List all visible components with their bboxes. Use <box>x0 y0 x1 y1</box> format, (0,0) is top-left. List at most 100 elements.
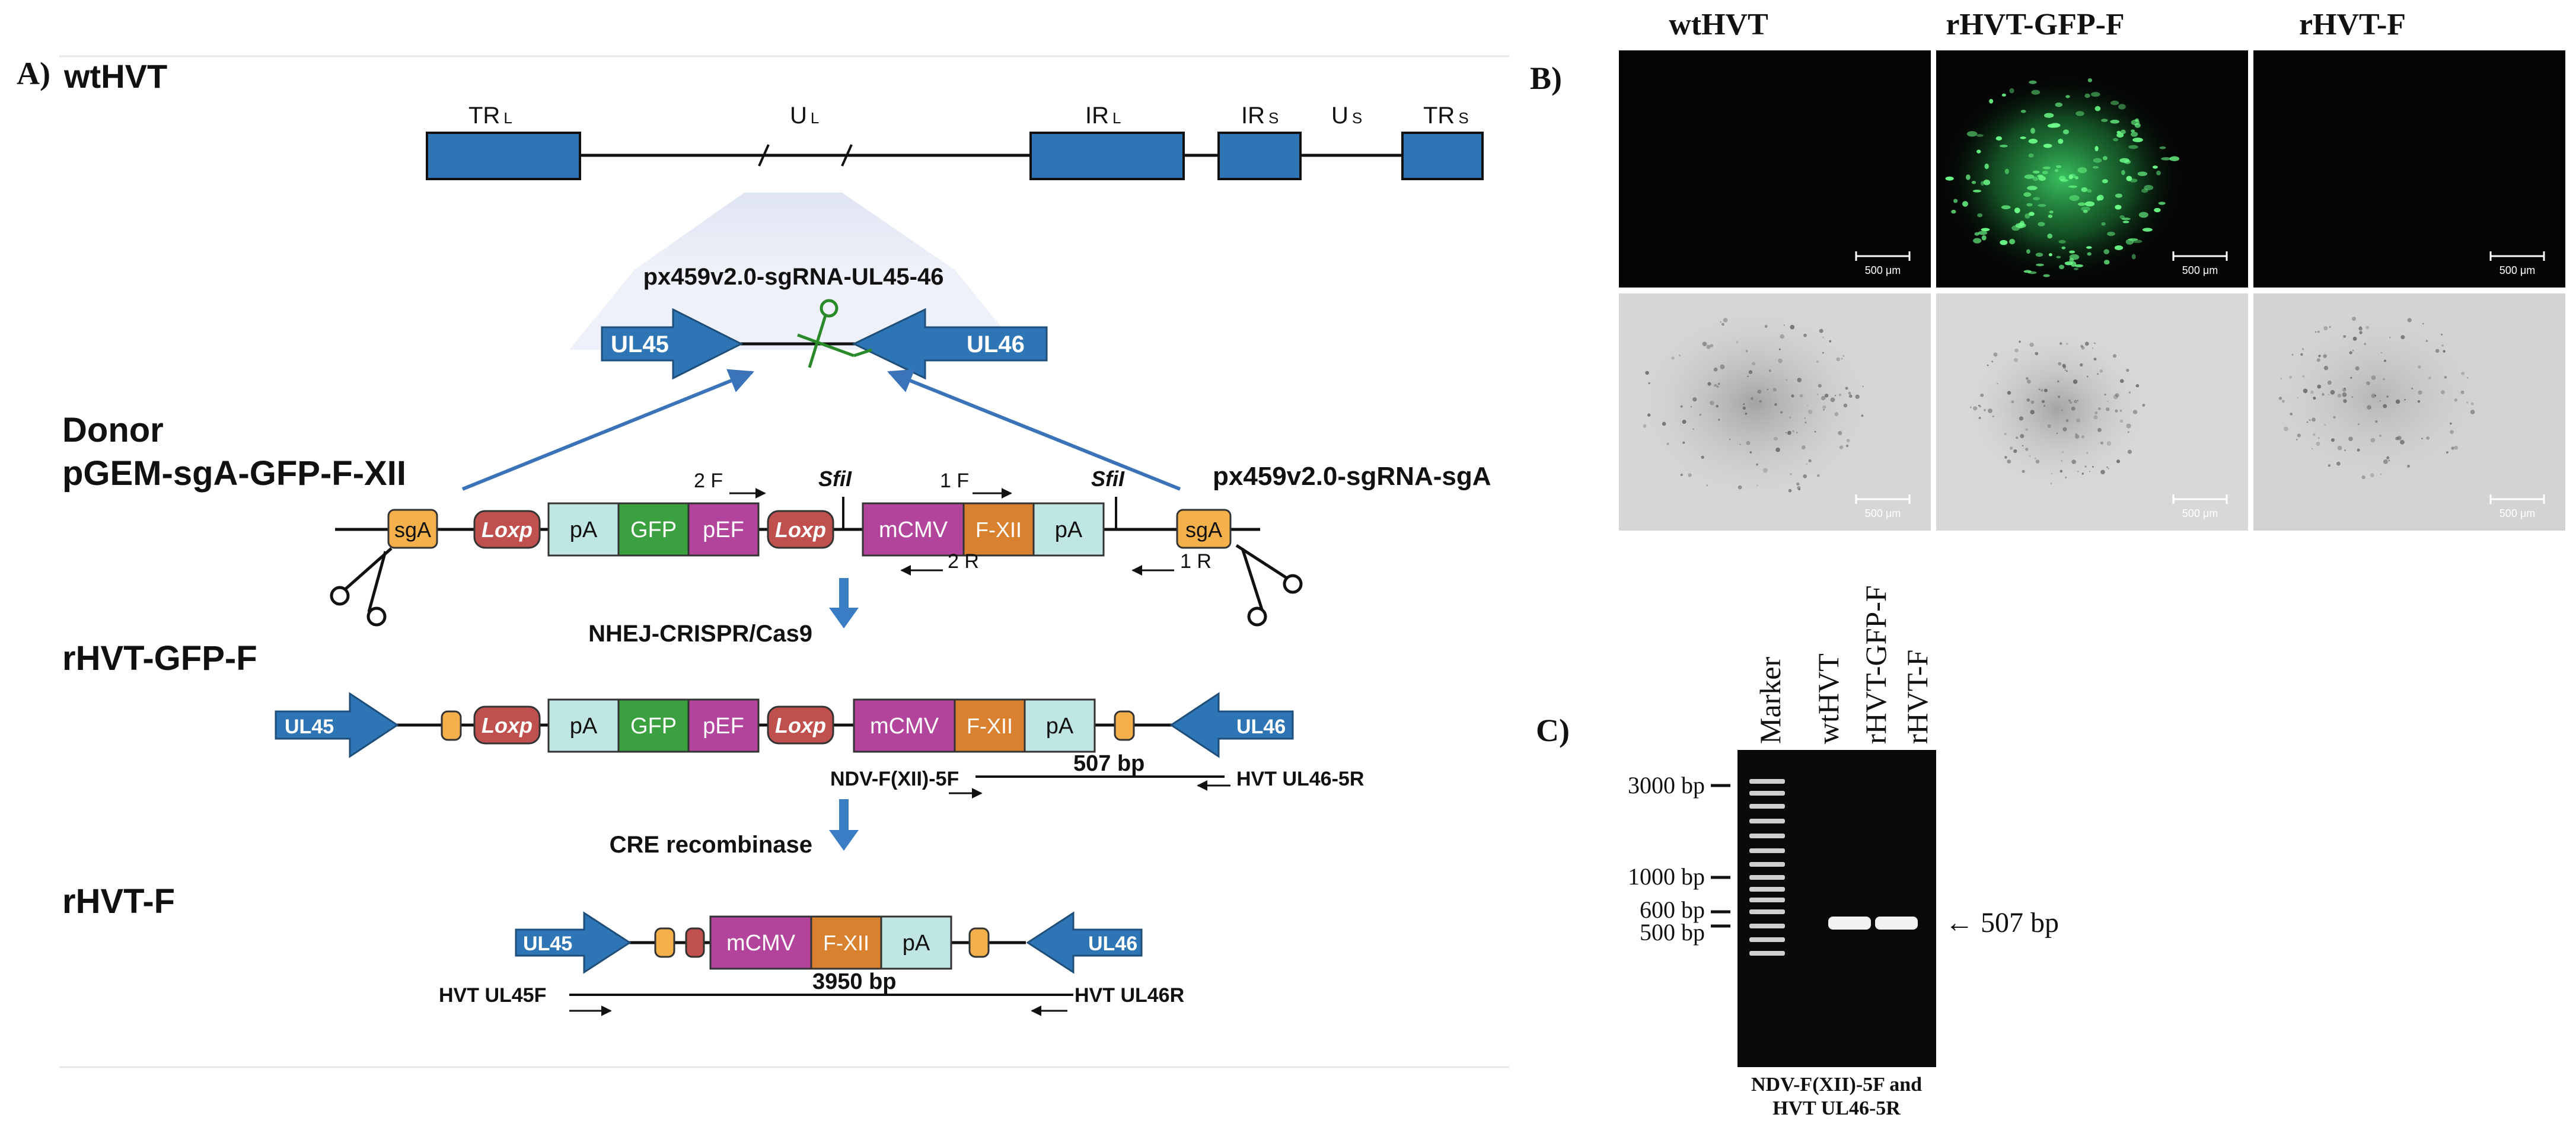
cell-speckle <box>2051 473 2052 475</box>
cell-speckle <box>2317 384 2322 389</box>
cell-speckle <box>2323 366 2329 371</box>
gfp-cell <box>2000 240 2008 245</box>
rhvt-gfp-loxp-1 <box>473 705 541 745</box>
cell-speckle <box>1834 395 1837 397</box>
gfp-cell <box>2086 246 2092 249</box>
cell-speckle <box>1702 341 1707 346</box>
cell-speckle <box>1666 442 1669 445</box>
cell-speckle <box>2441 390 2445 394</box>
cell-speckle <box>2011 400 2014 404</box>
cell-speckle <box>2351 396 2354 398</box>
amp1-reverse-primer: HVT UL46-5R <box>1236 768 1364 790</box>
cell-speckle <box>2030 400 2035 404</box>
gfp-cell <box>2056 165 2062 168</box>
ladder-label-3000: 3000 bp <box>1628 772 1705 799</box>
panel-c: C) Marker wtHVT rHVT-GFP-F rHVT-F 3000 b… <box>1536 585 2059 1123</box>
cell-speckle <box>2466 376 2469 379</box>
gel-caption-line1: NDV-F(XII)-5F and <box>1751 1074 1922 1096</box>
cell-speckle <box>2035 459 2040 464</box>
rhvt-f-ul45-arrow <box>515 911 632 974</box>
gfp-cell <box>2142 228 2153 232</box>
cell-speckle <box>1817 393 1819 395</box>
cell-speckle <box>1680 405 1683 408</box>
cell-speckle <box>2374 394 2377 397</box>
cell-speckle <box>2350 376 2352 379</box>
cell-speckle <box>1716 385 1719 388</box>
cell-speckle <box>1720 364 1725 369</box>
cell-speckle <box>2071 406 2076 411</box>
cell-speckle <box>2071 459 2076 464</box>
gfp-cell <box>1973 238 1982 244</box>
primer-2r-label: 2 R <box>948 550 979 573</box>
cell-speckle <box>2302 348 2304 350</box>
lane-label-rhvt-f: rHVT-F <box>1901 650 1934 744</box>
cell-speckle <box>2068 399 2071 402</box>
cell-speckle <box>2395 399 2400 404</box>
pa-2-label: pA <box>1055 518 1083 542</box>
gfp-cell <box>2044 113 2054 118</box>
rhvt-f-pa-label: pA <box>903 931 930 956</box>
cell-speckle <box>1749 451 1752 454</box>
gfp-cell <box>2131 254 2136 260</box>
cell-speckle <box>1846 439 1850 443</box>
cell-speckle <box>2127 449 2132 454</box>
cell-speckle <box>1803 333 1807 337</box>
gfp-cell <box>2038 175 2046 181</box>
cell-speckle <box>2355 366 2360 371</box>
cell-speckle <box>1745 350 1748 353</box>
cell-speckle <box>2388 459 2390 462</box>
cell-speckle <box>2128 391 2131 394</box>
cell-speckle <box>2089 471 2090 472</box>
cell-speckle <box>1816 360 1819 363</box>
ul46-label: UL46 <box>967 331 1025 357</box>
cell-speckle <box>2380 473 2382 475</box>
gfp-cell <box>2009 88 2014 94</box>
cell-speckle <box>2291 353 2294 356</box>
cell-speckle <box>1798 488 1800 491</box>
cell-speckle <box>1841 357 1843 360</box>
cell-speckle <box>2371 393 2376 398</box>
gfp-cell <box>2077 167 2087 173</box>
gfp-cell <box>2083 209 2088 213</box>
cell-speckle <box>2066 370 2068 372</box>
gfp-cell <box>2116 132 2124 138</box>
cell-speckle <box>1849 394 1853 398</box>
cell-speckle <box>2062 363 2066 368</box>
rhvt-gfp-gfp-label: GFP <box>630 714 677 739</box>
cell-speckle <box>2337 394 2342 398</box>
cell-speckle <box>1699 413 1701 416</box>
col-title-wthvt: wtHVT <box>1669 8 1768 41</box>
gfp-cell <box>2032 177 2039 181</box>
cell-speckle <box>1710 401 1714 406</box>
cell-speckle <box>1823 409 1825 411</box>
ladder-band <box>1749 937 1785 942</box>
cell-speckle <box>2366 381 2370 385</box>
sgrna-sga-label: px459v2.0-sgRNA-sgA <box>1213 462 1491 491</box>
gfp-cell <box>2115 205 2122 210</box>
cell-speckle <box>1679 355 1681 356</box>
rhvt-gfp-pef-label: pEF <box>703 714 744 739</box>
cell-speckle <box>2443 350 2446 353</box>
gfp-cell <box>2081 206 2091 212</box>
cell-speckle <box>2327 380 2332 385</box>
gfp-cell <box>2026 249 2030 254</box>
cell-speckle <box>2061 409 2063 411</box>
break-mark-right <box>841 144 853 167</box>
gfp-cell <box>2138 212 2148 218</box>
gfp-cell <box>2114 245 2124 250</box>
gfp-cell <box>2055 102 2062 107</box>
cell-speckle <box>1716 404 1719 408</box>
cell-speckle <box>2043 405 2045 407</box>
cell-speckle <box>2132 410 2138 414</box>
cell-speckle <box>2030 410 2035 414</box>
cell-speckle <box>2358 327 2363 331</box>
cell-speckle <box>2324 424 2326 426</box>
cell-speckle <box>1791 394 1794 398</box>
gfp-cell <box>2102 179 2108 184</box>
cell-speckle <box>2029 342 2034 347</box>
gfp-cell <box>1995 136 2003 141</box>
amp2-reverse-primer: HVT UL46R <box>1075 984 1184 1007</box>
cell-speckle <box>1862 385 1864 387</box>
